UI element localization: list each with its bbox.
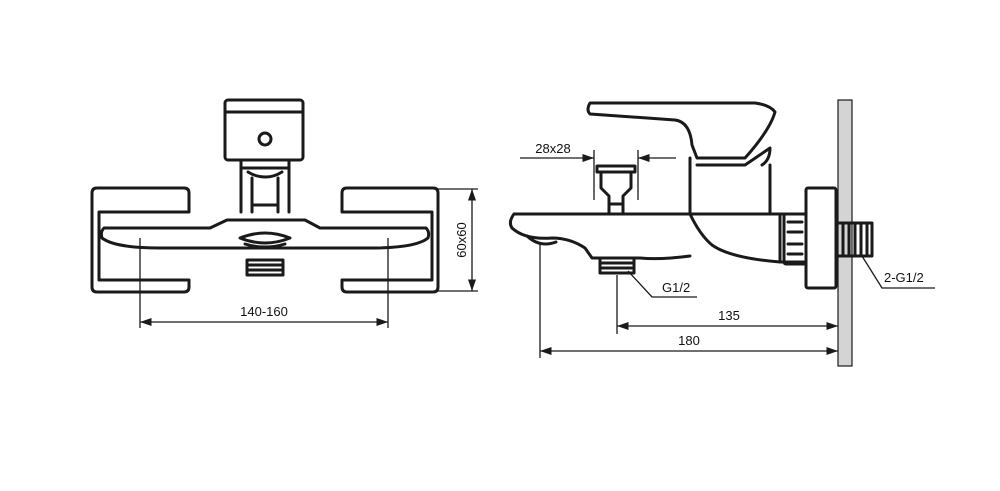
wall-flange [804, 186, 838, 290]
spout-length-label: 180 [678, 333, 700, 348]
side-outlet-thread [598, 256, 636, 275]
lever-handle [586, 101, 777, 160]
outlet-thread-leader [627, 270, 697, 298]
outlet-thread [245, 258, 285, 277]
body-column [688, 156, 782, 216]
left-wall-plate [90, 186, 191, 294]
front-view: 140-160 60x60 [90, 98, 478, 328]
spout-aerator [525, 234, 558, 246]
side-handle-stem [595, 164, 637, 214]
spout [508, 212, 782, 264]
side-view: 28x28 G1/2 2-G1/2 135 180 [508, 99, 935, 367]
handle-stem [239, 158, 291, 214]
outlet-ring [238, 231, 292, 249]
inlet-thread [836, 221, 874, 258]
handle-cap [223, 98, 305, 162]
outlet-thread-label: G1/2 [662, 280, 690, 295]
outlet-distance-label: 135 [718, 308, 740, 323]
center-distance-label: 140-160 [240, 304, 288, 319]
handle-size-label: 28x28 [535, 141, 570, 156]
right-wall-plate [340, 186, 440, 294]
handle-screw-hole [257, 131, 273, 147]
mixer-body [99, 218, 431, 250]
inlet-thread-leader [861, 255, 935, 289]
plate-size-label: 60x60 [454, 222, 469, 257]
wall [837, 99, 853, 367]
inlet-thread-label: 2-G1/2 [884, 270, 924, 285]
